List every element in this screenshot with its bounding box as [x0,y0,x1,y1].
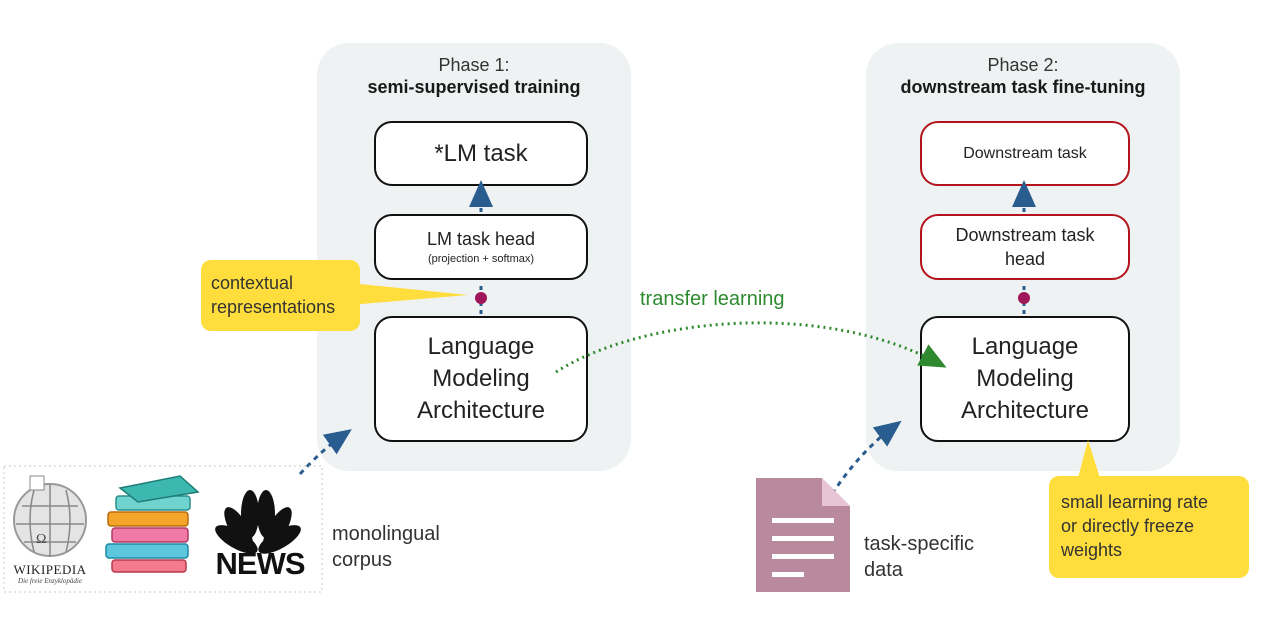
callout-line: small learning rate [1061,492,1209,512]
head-line: Downstream task [955,225,1095,245]
arch-line: Architecture [960,397,1090,424]
peacock-icon [215,490,301,554]
phase1-title: Phase 1: semi-supervised training [317,54,631,98]
downstream-task-label: Downstream task [963,144,1087,162]
corpus-label-line: monolingual [332,523,440,545]
downstream-head-box: Downstream task head [920,214,1130,280]
arch-line: Modeling [432,365,530,392]
corpus-label: monolingual corpus [332,521,440,573]
arch-line: Language [971,333,1079,360]
phase1-architecture-box: Language Modeling Architecture [374,316,588,442]
callout-line: contextual [211,273,294,293]
document-icon [756,478,850,592]
phase1-subtitle: semi-supervised training [367,77,581,97]
callout-line: representations [211,297,336,317]
contextual-representations-callout: contextual representations [201,260,360,331]
arch-line: Modeling [976,365,1074,392]
phase2-title: Phase 2: downstream task fine-tuning [866,54,1180,98]
phase2-title-text: Phase 2: [987,55,1059,75]
p2-representation-dot [1018,292,1030,304]
taskdata-label: task-specific data [864,531,974,583]
phase2-architecture-box: Language Modeling Architecture [920,316,1130,442]
freeze-weights-callout: small learning rate or directly freeze w… [1049,476,1249,578]
arch-line: Architecture [416,397,546,424]
news-wordmark: NEWS [215,546,306,581]
head-line: head [1004,249,1046,269]
books-icon [105,475,200,573]
lm-task-label: *LM task [434,139,528,167]
p1-representation-dot [475,292,487,304]
contextual-callout-tail [350,283,468,305]
lm-task-head-sublabel: (projection + softmax) [427,253,535,265]
corpus-input-arrow [298,429,352,476]
wikipedia-wordmark: WIKIPEDIA [13,562,87,577]
arch-line: Language [427,333,535,360]
wikipedia-tagline: Die freie Enzyklopädie [18,577,82,585]
callout-line: weights [1061,540,1123,560]
phase2-subtitle: downstream task fine-tuning [900,77,1146,97]
lm-task-head-box: LM task head (projection + softmax) [374,214,588,280]
phase1-title-text: Phase 1: [438,55,510,75]
taskdata-label-line: task-specific [864,533,975,555]
corpus-label-line: corpus [332,549,393,571]
transfer-learning-arrow [555,321,947,374]
taskdata-label-line: data [864,559,903,581]
transfer-learning-label: transfer learning [640,288,785,310]
svg-text:Ω: Ω [36,532,46,547]
corpus-icons-frame [3,465,323,593]
lm-task-head-label: LM task head [426,229,536,249]
taskdata-input-arrow [830,420,902,495]
freeze-callout-tail [1078,440,1100,478]
wikipedia-logo: Ω [13,475,87,557]
callout-line: or directly freeze [1061,516,1195,536]
